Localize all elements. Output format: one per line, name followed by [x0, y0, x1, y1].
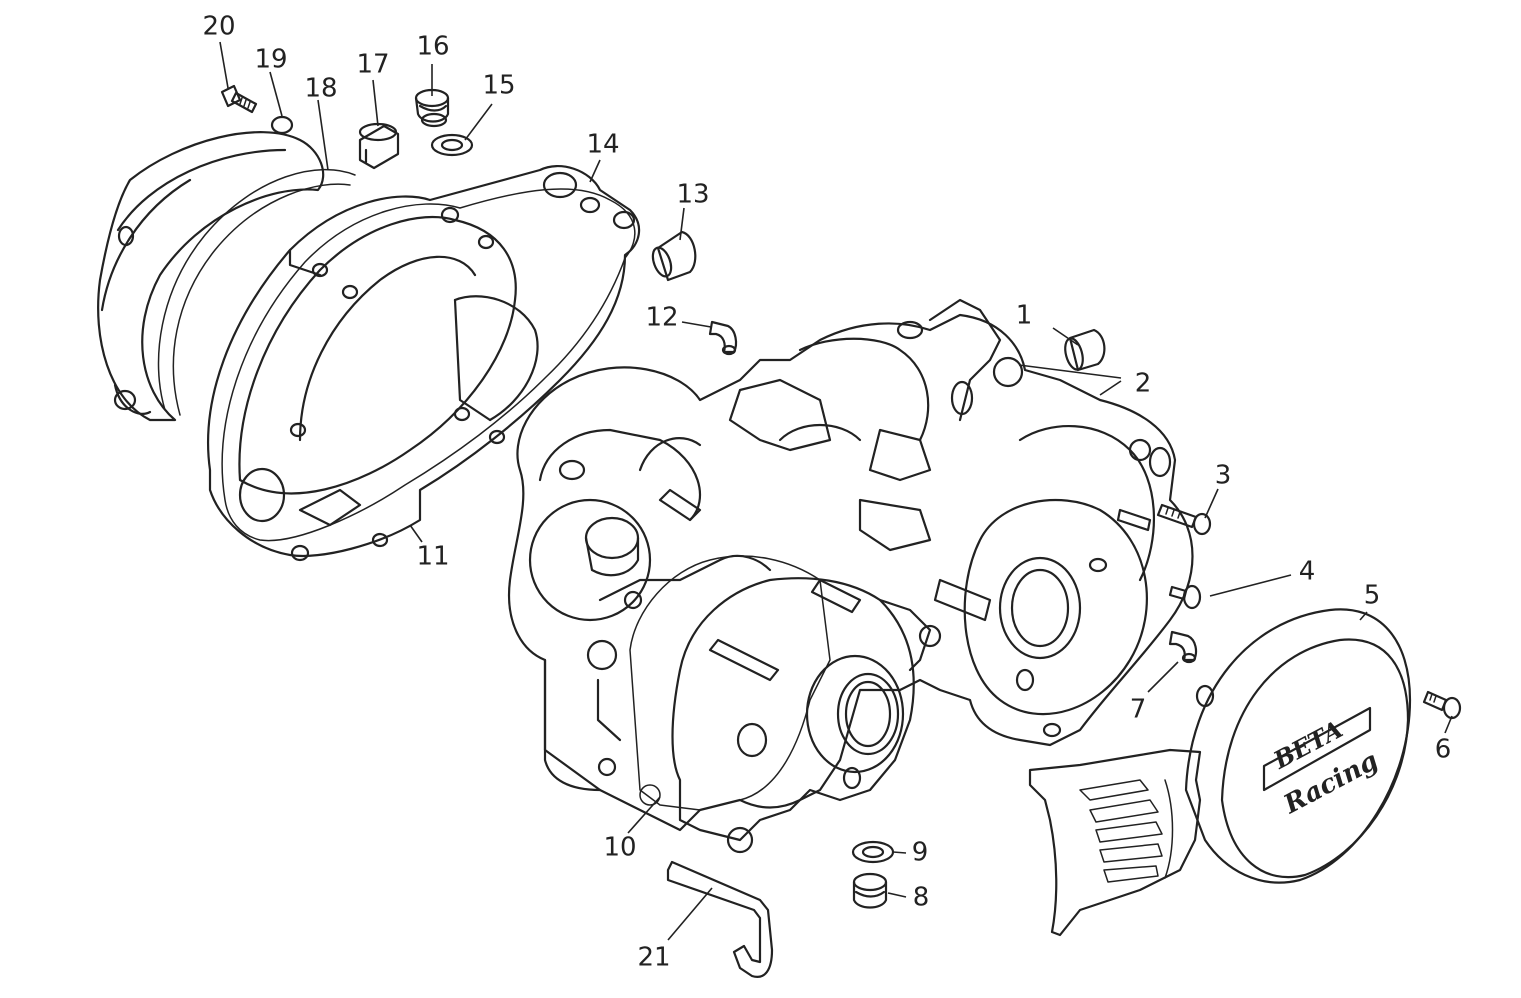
- bush-13: [651, 230, 697, 282]
- callout-3: 3: [1215, 461, 1232, 491]
- screw-3: [1156, 503, 1212, 536]
- plug-8: [852, 872, 888, 909]
- washer-9: [851, 840, 895, 864]
- callout-5: 5: [1364, 581, 1381, 611]
- leader-lines: [219, 41, 1453, 941]
- screw-6: [1422, 690, 1462, 720]
- outer-clutch-cap: [97, 115, 325, 422]
- sealing-washer-15: [430, 133, 474, 157]
- callout-13: 13: [676, 180, 709, 210]
- dowel-bush-1: [1064, 328, 1106, 372]
- center-housing: [671, 577, 942, 854]
- callout-15: 15: [482, 71, 515, 101]
- callout-2: 2: [1135, 369, 1152, 399]
- elbow-fitting-7: [1168, 630, 1198, 664]
- callout-1: 1: [1016, 301, 1033, 331]
- callout-numbers: 1 2 3 4 5 6 7 8 9 10 11 12 13 14 15 16 1…: [202, 12, 1451, 973]
- callout-10: 10: [603, 833, 636, 863]
- callout-9: 9: [912, 838, 929, 868]
- crankcase-halves: [508, 298, 1194, 832]
- callout-19: 19: [254, 45, 287, 75]
- elbow-fitting-12: [708, 320, 738, 356]
- clutch-cover: [207, 165, 641, 562]
- callout-8: 8: [913, 883, 930, 913]
- ignition-cover-5: BETA Racing: [1028, 608, 1412, 937]
- callout-17: 17: [356, 50, 389, 80]
- callout-21: 21: [637, 943, 670, 973]
- cover-logo: BETA Racing: [1262, 706, 1383, 821]
- filler-plug-17: [358, 122, 400, 170]
- callout-18: 18: [304, 74, 337, 104]
- screw-20: [220, 84, 258, 114]
- center-gasket-10: [629, 555, 831, 811]
- callout-12: 12: [645, 303, 678, 333]
- callout-16: 16: [416, 32, 449, 62]
- callout-7: 7: [1130, 695, 1147, 725]
- callout-4: 4: [1299, 557, 1316, 587]
- callout-6: 6: [1435, 735, 1452, 765]
- wire-clip-21: [666, 860, 774, 978]
- clutch-cover-gasket: [221, 188, 636, 542]
- callout-11: 11: [416, 542, 449, 572]
- callout-14: 14: [586, 130, 619, 160]
- cap-gasket-ring: [157, 168, 356, 416]
- callout-20: 20: [202, 12, 235, 42]
- screw-4: [1168, 584, 1202, 610]
